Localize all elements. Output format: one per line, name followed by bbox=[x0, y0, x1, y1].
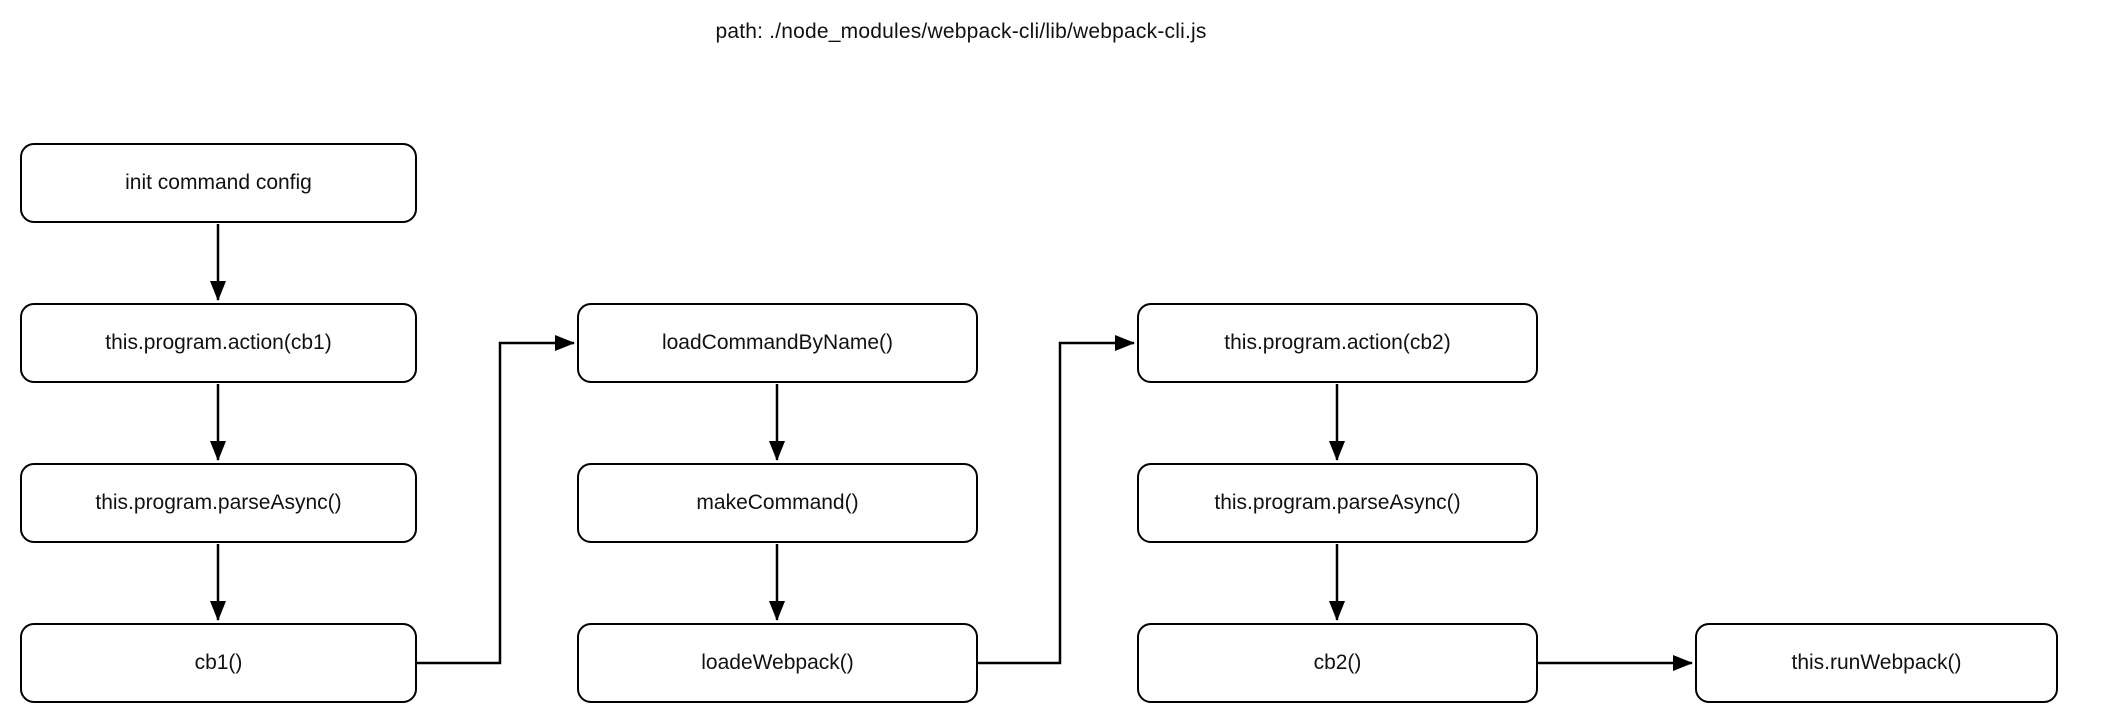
node-loade-webpack: loadeWebpack() bbox=[577, 623, 978, 703]
node-program-parse-async-2: this.program.parseAsync() bbox=[1137, 463, 1538, 543]
node-program-parse-async-1: this.program.parseAsync() bbox=[20, 463, 417, 543]
node-cb1: cb1() bbox=[20, 623, 417, 703]
node-make-command: makeCommand() bbox=[577, 463, 978, 543]
node-program-action-cb1: this.program.action(cb1) bbox=[20, 303, 417, 383]
node-cb2: cb2() bbox=[1137, 623, 1538, 703]
edge-loadewebpack-to-action-cb2 bbox=[978, 335, 1135, 665]
diagram-title: path: ./node_modules/webpack-cli/lib/web… bbox=[715, 20, 1207, 43]
node-init-command-config: init command config bbox=[20, 143, 417, 223]
edge-cb1-to-loadcommandbyname bbox=[417, 335, 575, 665]
node-program-action-cb2: this.program.action(cb2) bbox=[1137, 303, 1538, 383]
node-run-webpack: this.runWebpack() bbox=[1695, 623, 2058, 703]
node-load-command-by-name: loadCommandByName() bbox=[577, 303, 978, 383]
